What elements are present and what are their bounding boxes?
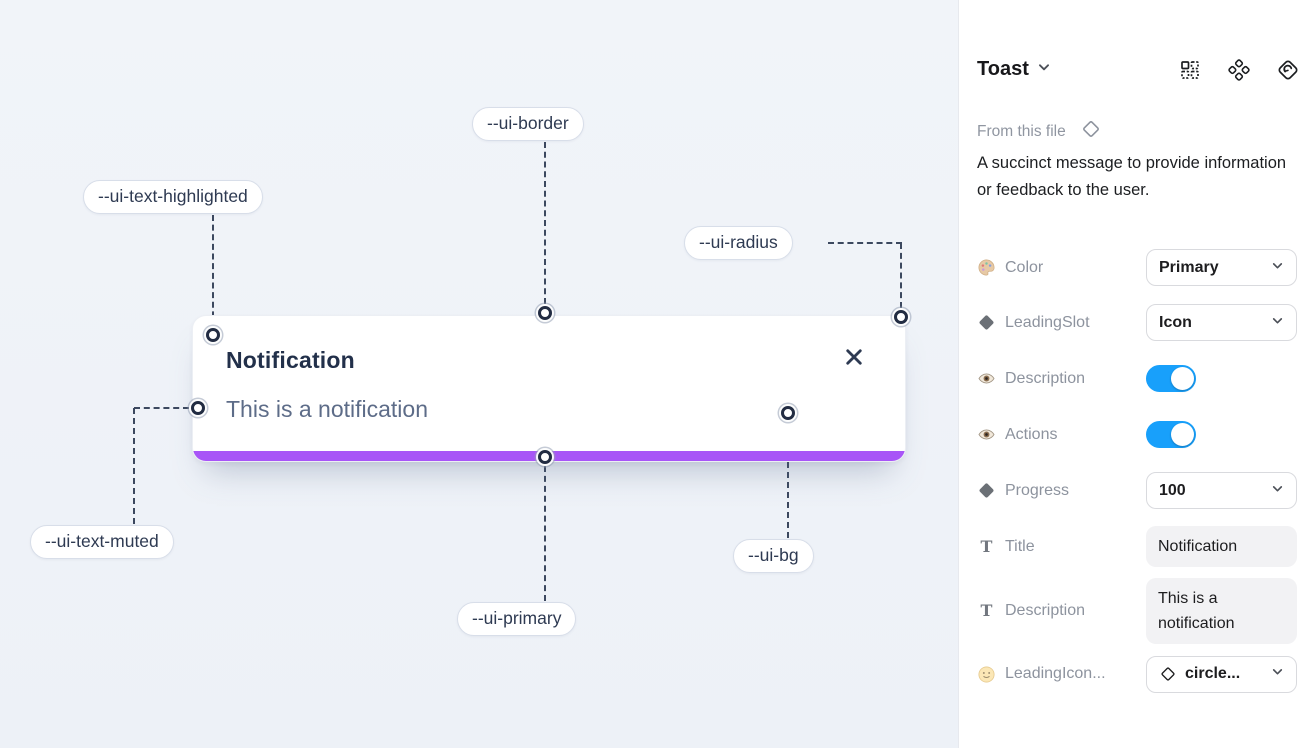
component-name: Toast	[977, 58, 1029, 80]
token-pill-ui-bg[interactable]: --ui-bg	[733, 539, 814, 573]
source-label: From this file	[977, 122, 1066, 140]
color-select[interactable]: Primary	[1146, 249, 1297, 286]
chevron-down-icon	[1271, 259, 1284, 277]
description-toggle[interactable]	[1146, 365, 1196, 392]
component-diamond-icon[interactable]	[1078, 116, 1104, 147]
toast-close-button[interactable]	[841, 344, 867, 370]
prop-row-leading-slot: LeadingSlot Icon	[977, 304, 1297, 341]
prop-label-actions-toggle: Actions	[977, 425, 1057, 444]
anchor-dot-primary[interactable]	[538, 450, 552, 464]
chevron-down-icon	[1271, 314, 1284, 332]
prop-row-title: T Title Notification	[977, 526, 1297, 567]
dash-line-text-muted-vertical	[133, 408, 135, 524]
chevron-down-icon	[1271, 482, 1284, 500]
leading-slot-select[interactable]: Icon	[1146, 304, 1297, 341]
token-pill-ui-primary[interactable]: --ui-primary	[457, 602, 577, 636]
palette-icon	[977, 258, 996, 277]
variant-diamond-icon	[977, 313, 996, 332]
toast-title: Notification	[226, 347, 355, 373]
token-pill-ui-border[interactable]: --ui-border	[472, 107, 584, 141]
anchor-dot-text-highlighted[interactable]	[206, 328, 220, 342]
prop-row-leading-icon: LeadingIcon... circle...	[977, 655, 1297, 693]
chevron-down-icon	[1037, 60, 1051, 79]
dash-line-text-muted-horizontal	[134, 407, 189, 409]
dash-line-primary	[544, 466, 546, 601]
dash-line-radius-vertical	[900, 243, 902, 308]
prop-label-description-text: T Description	[977, 601, 1085, 620]
dash-line-bg	[787, 422, 789, 538]
prop-row-actions-toggle: Actions	[977, 416, 1297, 453]
chevron-down-icon	[1271, 665, 1284, 683]
design-canvas[interactable]: Notification This is a notification --ui…	[0, 0, 958, 748]
leading-icon-select[interactable]: circle...	[1146, 655, 1297, 693]
toast-component-preview: Notification This is a notification	[192, 315, 906, 462]
prop-row-progress: Progress 100	[977, 472, 1297, 509]
token-pill-ui-radius[interactable]: --ui-radius	[684, 226, 793, 260]
eye-icon	[977, 369, 996, 388]
prop-label-progress: Progress	[977, 481, 1069, 500]
component-name-dropdown[interactable]: Toast	[977, 58, 1051, 81]
prop-label-color: Color	[977, 258, 1043, 277]
source-row: From this file	[977, 116, 1104, 147]
component-icon[interactable]	[1228, 59, 1250, 81]
toggle-knob	[1171, 423, 1194, 446]
prop-label-leading-icon: LeadingIcon...	[977, 665, 1106, 684]
actions-toggle[interactable]	[1146, 421, 1196, 448]
prop-label-description-toggle: Description	[977, 369, 1085, 388]
prop-row-description-text: T Description This is a notification	[977, 577, 1297, 644]
anchor-dot-border[interactable]	[538, 306, 552, 320]
description-text-field[interactable]: This is a notification	[1146, 577, 1297, 644]
header-icon-group	[1179, 59, 1299, 81]
title-text-field[interactable]: Notification	[1146, 526, 1297, 567]
dash-line-radius-horizontal	[828, 242, 902, 244]
token-pill-ui-text-highlighted[interactable]: --ui-text-highlighted	[83, 180, 263, 214]
eye-icon	[977, 425, 996, 444]
prop-row-description-toggle: Description	[977, 360, 1297, 397]
instance-diamond-icon	[1159, 665, 1177, 683]
prop-row-color: Color Primary	[977, 249, 1297, 286]
dash-line-text-highlighted	[212, 215, 214, 327]
reset-component-icon[interactable]	[1277, 59, 1299, 81]
close-icon	[841, 349, 867, 374]
anchor-dot-radius[interactable]	[894, 310, 908, 324]
token-pill-ui-text-muted[interactable]: --ui-text-muted	[30, 525, 174, 559]
properties-panel: Toast	[958, 0, 1312, 748]
component-description: A succinct message to provide informatio…	[977, 154, 1287, 199]
text-icon: T	[980, 601, 993, 620]
prop-label-leading-slot: LeadingSlot	[977, 313, 1090, 332]
variant-diamond-icon	[977, 481, 996, 500]
toggle-knob	[1171, 367, 1194, 390]
swap-instance-icon[interactable]	[1179, 59, 1201, 81]
progress-select[interactable]: 100	[1146, 472, 1297, 509]
dash-line-border	[544, 142, 546, 304]
anchor-dot-bg[interactable]	[781, 406, 795, 420]
smiley-icon	[977, 665, 996, 684]
prop-label-title: T Title	[977, 537, 1035, 556]
anchor-dot-text-muted[interactable]	[191, 401, 205, 415]
text-icon: T	[980, 537, 993, 556]
toast-description: This is a notification	[226, 396, 428, 422]
